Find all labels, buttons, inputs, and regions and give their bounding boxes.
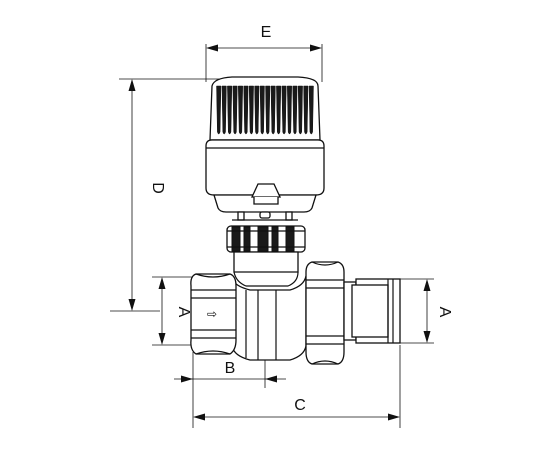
knob-rib — [227, 85, 233, 135]
knob-rib — [287, 85, 292, 135]
knob-rib — [308, 85, 314, 135]
dimension-a-left-label: A — [175, 307, 192, 318]
knob-rib — [297, 85, 303, 135]
knob-rib — [259, 85, 265, 135]
knob-ribs — [216, 85, 314, 135]
dimension-d: D — [110, 78, 230, 312]
dimension-c: C — [192, 345, 401, 428]
knob-rib — [216, 85, 222, 135]
knob-rib — [243, 85, 249, 135]
knob-rib — [248, 85, 254, 135]
dimension-d-label: D — [149, 182, 166, 194]
knob-rib — [281, 85, 287, 135]
left-hex-nut: ⇨ — [190, 273, 237, 355]
knob-rib — [292, 85, 298, 135]
dimension-a-right-label: A — [436, 307, 453, 318]
knob-rib — [265, 85, 271, 135]
knob-rib — [232, 85, 238, 135]
right-tailpiece — [343, 278, 401, 344]
knob-rib — [270, 85, 276, 135]
valve-body — [231, 275, 307, 361]
dimension-e-label: E — [261, 24, 272, 41]
knob-rib — [238, 85, 243, 135]
knurled-ring — [226, 225, 306, 253]
valve-head-housing — [205, 139, 325, 221]
flow-direction-arrow-icon: ⇨ — [207, 307, 217, 321]
dimension-b-label: B — [225, 360, 236, 377]
knob-rib — [303, 85, 309, 135]
knob-rib — [221, 85, 227, 135]
valve-knob — [209, 76, 321, 141]
knob-rib — [254, 85, 260, 135]
dimension-e: E — [205, 24, 323, 82]
dimension-a-right: A — [395, 278, 453, 344]
right-union-nut — [305, 261, 345, 365]
dimension-c-label: C — [294, 397, 306, 414]
valve-neck — [233, 251, 299, 287]
knob-rib — [276, 85, 282, 135]
